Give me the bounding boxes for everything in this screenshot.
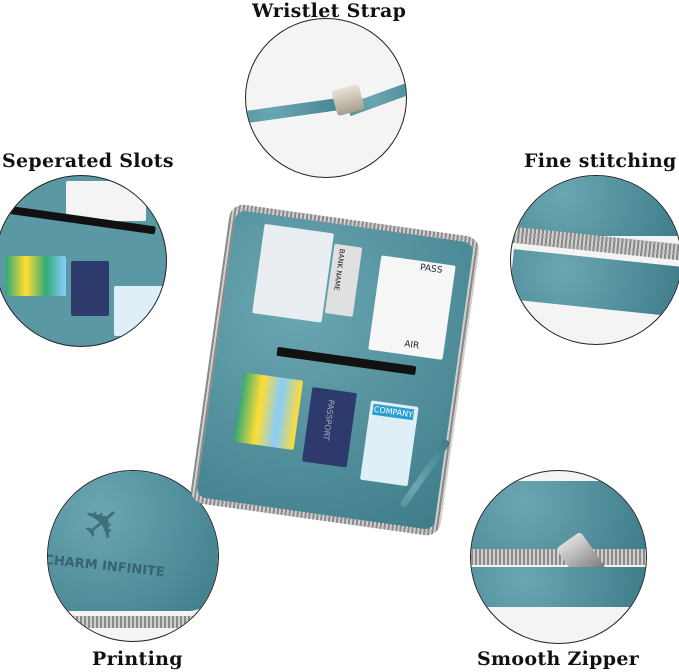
label-wristlet-strap: Wristlet Strap	[252, 0, 407, 22]
leather	[48, 471, 218, 611]
leather	[471, 567, 646, 607]
boarding-pass: PASS AIR	[368, 255, 456, 360]
label-fine-stitching: Fine stitching	[524, 150, 677, 172]
label-seperated-slots: Seperated Slots	[2, 150, 174, 172]
boarding-card	[114, 286, 164, 336]
zipper	[471, 549, 646, 565]
card	[66, 181, 146, 221]
label-printing: Printing	[92, 648, 183, 670]
id-card	[252, 223, 334, 323]
detail-fine-stitching	[510, 175, 679, 345]
label-smooth-zipper: Smooth Zipper	[477, 648, 640, 670]
bank-name-text: BANK NAME	[332, 248, 346, 292]
leather	[471, 481, 646, 551]
airline-text: AIR	[403, 339, 420, 352]
detail-smooth-zipper	[470, 470, 647, 644]
detail-seperated-slots	[0, 175, 167, 347]
cards	[234, 372, 304, 450]
passport-text: PASSPORT	[321, 399, 336, 441]
leather	[511, 176, 679, 236]
detail-wristlet-strap	[245, 18, 407, 178]
wallet: PASS AIR BANK NAME PASSPORT COMPANY	[189, 202, 481, 538]
company-text: COMPANY	[372, 403, 415, 421]
detail-printing: ✈ CHARM INFINITE	[47, 470, 219, 642]
passport	[71, 261, 109, 316]
leather	[511, 249, 679, 317]
cards	[6, 256, 66, 296]
zipper	[48, 616, 218, 628]
boarding-pass-text: PASS	[419, 262, 443, 276]
